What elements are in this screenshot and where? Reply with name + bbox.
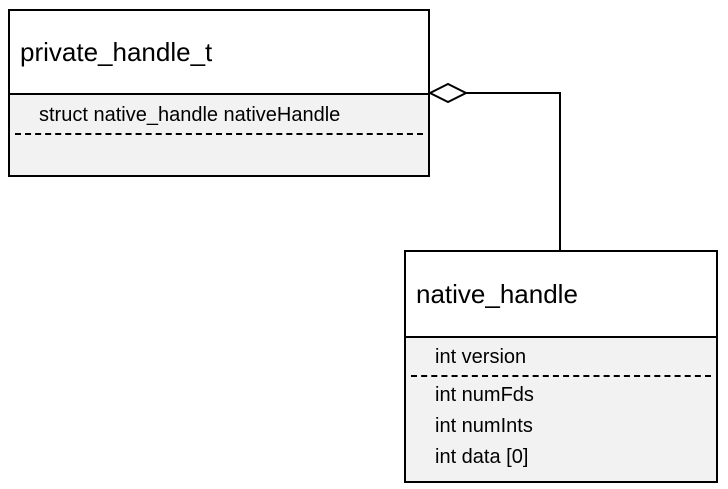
class-header: private_handle_t — [10, 11, 428, 95]
aggregation-diamond-icon — [427, 82, 469, 104]
attribute-num-ints: int numInts — [435, 415, 533, 437]
attribute-num-fds: int numFds — [435, 384, 534, 406]
attribute-divider — [15, 133, 423, 135]
class-native-handle[interactable]: native_handle int version int numFds int… — [404, 250, 718, 483]
class-header: native_handle — [406, 252, 716, 338]
class-name: native_handle — [416, 278, 578, 309]
attribute-version: int version — [435, 346, 527, 368]
attribute-native-handle: struct native_handle nativeHandle — [39, 104, 341, 126]
class-private-handle-t[interactable]: private_handle_t struct native_handle na… — [8, 9, 430, 177]
class-attributes: int version int numFds int numInts int d… — [406, 338, 716, 481]
attribute-data: int data [0] — [435, 446, 529, 468]
attribute-divider — [411, 375, 711, 377]
class-name: private_handle_t — [20, 36, 213, 67]
class-attributes: struct native_handle nativeHandle — [10, 95, 428, 175]
connector-line — [466, 92, 561, 250]
